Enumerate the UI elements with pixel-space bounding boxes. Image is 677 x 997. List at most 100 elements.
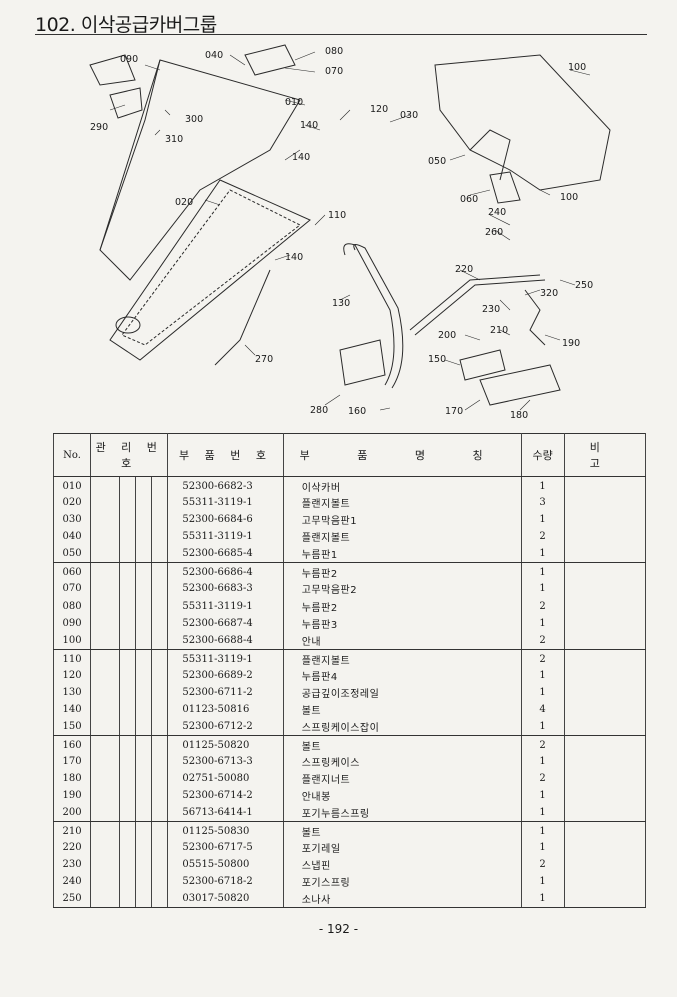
cell-part-number: 52300-6713-3 xyxy=(167,752,284,770)
cell-quantity: 4 xyxy=(520,700,565,719)
cell-remarks xyxy=(563,769,647,788)
callout-label: 010 xyxy=(285,97,303,108)
cell-quantity: 1 xyxy=(520,752,565,770)
cell-remarks xyxy=(563,614,647,632)
cell-part-name: 누름판3 xyxy=(282,614,522,632)
cell-remarks xyxy=(563,890,647,909)
cell-part-name: 공급깊이조정레일 xyxy=(282,683,522,701)
callout-label: 110 xyxy=(328,210,346,221)
cell-management-1 xyxy=(90,580,121,598)
cell-management-4 xyxy=(151,562,169,581)
cell-management-2 xyxy=(119,545,137,564)
cell-part-number: 55311-3119-1 xyxy=(167,597,284,615)
cell-part-name: 스프링케이스 xyxy=(282,752,522,770)
header-no: No. xyxy=(52,433,92,477)
cell-no: 100 xyxy=(52,631,92,650)
cell-management-4 xyxy=(151,856,169,874)
cell-management-2 xyxy=(119,614,137,632)
callout-label: 030 xyxy=(400,110,418,121)
cell-management-1 xyxy=(90,666,121,684)
callout-label: 270 xyxy=(255,354,273,365)
cell-quantity: 1 xyxy=(520,666,565,684)
cell-management-3 xyxy=(135,545,153,564)
cell-management-3 xyxy=(135,700,153,719)
cell-management-4 xyxy=(151,769,169,788)
cell-management-3 xyxy=(135,528,153,546)
cell-management-1 xyxy=(90,890,121,909)
cell-management-3 xyxy=(135,597,153,615)
cell-part-name: 안내봉 xyxy=(282,787,522,805)
cell-management-3 xyxy=(135,718,153,736)
cell-management-1 xyxy=(90,752,121,770)
cell-management-3 xyxy=(135,787,153,805)
cell-management-3 xyxy=(135,614,153,632)
header-part-number: 부 품 번 호 xyxy=(167,433,284,477)
cell-quantity: 1 xyxy=(520,890,565,909)
cell-management-4 xyxy=(151,735,169,753)
cell-part-number: 01125-50830 xyxy=(167,821,284,839)
cell-management-3 xyxy=(135,735,153,753)
cell-quantity: 1 xyxy=(520,683,565,701)
cell-remarks xyxy=(563,683,647,701)
cell-part-name: 고무막음판1 xyxy=(282,511,522,529)
cell-management-3 xyxy=(135,683,153,701)
header-remarks: 비 고 xyxy=(563,433,647,477)
cell-no: 150 xyxy=(52,718,92,736)
cell-remarks xyxy=(563,597,647,615)
cell-management-4 xyxy=(151,580,169,598)
callout-label: 200 xyxy=(438,330,456,341)
cell-remarks xyxy=(563,752,647,770)
cell-management-4 xyxy=(151,649,169,667)
cell-remarks xyxy=(563,562,647,581)
cell-part-name: 스프링케이스잡이 xyxy=(282,718,522,736)
conveyor-shape xyxy=(109,179,311,361)
cell-management-4 xyxy=(151,545,169,564)
spring-case-shape xyxy=(479,364,561,406)
cell-management-1 xyxy=(90,735,121,753)
cell-no: 120 xyxy=(52,666,92,684)
ear-cover-shape xyxy=(99,59,301,281)
cell-management-1 xyxy=(90,476,121,494)
cell-management-2 xyxy=(119,700,137,719)
cell-management-2 xyxy=(119,649,137,667)
callout-label: 320 xyxy=(540,288,558,299)
cell-quantity: 2 xyxy=(520,649,565,667)
callout-label: 180 xyxy=(510,410,528,421)
cell-management-2 xyxy=(119,580,137,598)
cell-management-1 xyxy=(90,494,121,512)
cell-management-1 xyxy=(90,528,121,546)
cell-part-number: 52300-6685-4 xyxy=(167,545,284,564)
cell-remarks xyxy=(563,856,647,874)
cell-management-2 xyxy=(119,511,137,529)
cell-part-number: 02751-50080 xyxy=(167,769,284,788)
cell-no: 060 xyxy=(52,562,92,581)
cell-part-name: 포기스프링 xyxy=(282,873,522,891)
cell-no: 090 xyxy=(52,614,92,632)
callout-label: 070 xyxy=(325,66,343,77)
cell-management-1 xyxy=(90,649,121,667)
cell-quantity: 1 xyxy=(520,821,565,839)
cell-part-name: 포기레일 xyxy=(282,839,522,857)
callout-label: 140 xyxy=(292,152,310,163)
rail-130-edge xyxy=(353,244,404,389)
cell-management-4 xyxy=(151,787,169,805)
cell-remarks xyxy=(563,666,647,684)
cell-part-number: 52300-6683-3 xyxy=(167,580,284,598)
cell-management-3 xyxy=(135,890,153,909)
cell-management-2 xyxy=(119,683,137,701)
callout-label: 090 xyxy=(120,54,138,65)
callout-label: 080 xyxy=(325,46,343,57)
cell-remarks xyxy=(563,545,647,564)
cell-management-1 xyxy=(90,787,121,805)
cell-remarks xyxy=(563,580,647,598)
